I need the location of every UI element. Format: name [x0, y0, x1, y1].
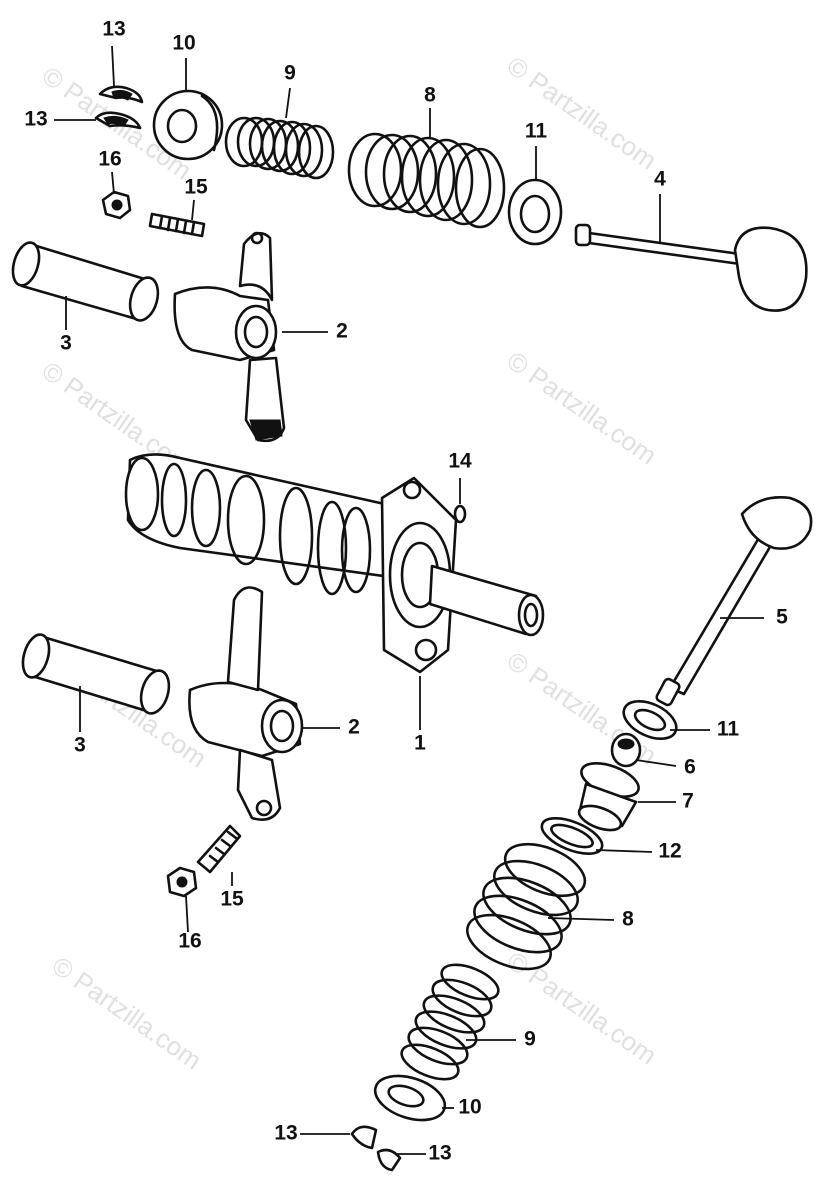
callout-16: 16	[178, 930, 201, 953]
rocker-arm-top	[173, 231, 286, 443]
callout-14: 14	[448, 450, 472, 473]
callout-9: 9	[284, 62, 296, 85]
callout-13: 13	[24, 108, 47, 131]
callout-12: 12	[658, 840, 681, 863]
inner-valve-spring-bottom	[400, 963, 500, 1081]
callout-9: 9	[524, 1028, 536, 1051]
callout-8: 8	[622, 908, 634, 931]
watermark: © Partzilla.com	[502, 50, 663, 175]
callout-3: 3	[74, 734, 86, 757]
callout-13: 13	[102, 18, 125, 41]
callout-2: 2	[348, 716, 360, 739]
valve-cotter-bottom-a	[350, 1125, 378, 1150]
exhaust-valve	[655, 496, 813, 707]
callout-10: 10	[172, 32, 195, 55]
camshaft-pin	[453, 504, 467, 524]
callout-13: 13	[274, 1122, 297, 1145]
watermark: © Partzilla.com	[47, 950, 208, 1075]
callout-10: 10	[458, 1096, 481, 1119]
spring-retainer-top	[152, 89, 224, 161]
callout-2: 2	[336, 320, 348, 343]
callout-3: 3	[60, 332, 72, 355]
outer-valve-spring-top	[347, 132, 506, 229]
adjuster-nut-bottom	[166, 866, 198, 898]
callout-11: 11	[525, 120, 548, 143]
adjuster-nut-top	[101, 190, 132, 220]
callout-11: 11	[717, 718, 740, 741]
valve-seal	[610, 732, 642, 768]
adjuster-screw-bottom	[196, 824, 242, 874]
callout-labels: 13 13 10 9 8 11 4 16 15 3 2 14 5 3 2 1 1…	[24, 18, 788, 1165]
spring-seat-lower	[540, 817, 604, 855]
leader-lines	[54, 45, 764, 1155]
callout-15: 15	[184, 176, 208, 199]
callout-16: 16	[98, 148, 121, 171]
intake-valve	[574, 223, 808, 312]
rocker-arm-bottom	[188, 586, 304, 821]
callout-7: 7	[682, 790, 694, 813]
valve-cotter-bottom-b	[376, 1148, 402, 1172]
outer-valve-spring-bottom	[466, 842, 587, 971]
spring-seat-bottom	[622, 699, 678, 741]
spring-retainer-bottom	[373, 1074, 447, 1122]
callout-4: 4	[654, 168, 666, 191]
callout-13: 13	[428, 1142, 451, 1165]
valve-cotter-top-a	[98, 85, 144, 104]
rocker-arm-shaft-top	[11, 241, 160, 322]
callout-15: 15	[220, 888, 244, 911]
adjuster-screw-top	[148, 212, 206, 238]
callout-8: 8	[424, 84, 436, 107]
callout-1: 1	[414, 732, 426, 755]
callout-5: 5	[776, 606, 788, 629]
watermark: © Partzilla.com	[502, 945, 663, 1070]
inner-valve-spring-top	[224, 116, 335, 180]
rocker-arm-shaft-bottom	[21, 633, 171, 715]
spring-seat-top	[507, 178, 563, 246]
valve-guide	[577, 762, 640, 832]
valve-cotter-top-b	[94, 111, 142, 130]
camshaft-assembly	[124, 453, 545, 674]
watermark: © Partzilla.com	[502, 345, 663, 470]
callout-6: 6	[684, 756, 696, 779]
